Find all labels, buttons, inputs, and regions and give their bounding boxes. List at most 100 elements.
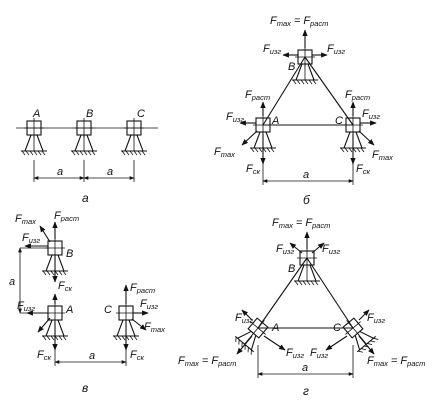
point-label-A: A [271, 115, 279, 127]
support-leg [357, 333, 367, 345]
support-leg [116, 319, 124, 337]
truss-bar [304, 56, 354, 126]
ground-hatch [340, 147, 345, 153]
force-label-Fmax: Fmax [15, 213, 36, 226]
caption-b: б [303, 193, 311, 207]
ground-hatch [121, 335, 126, 341]
ground-hatch [344, 147, 349, 153]
support-leg [354, 335, 361, 351]
node-b-B [292, 47, 318, 85]
support-leg [57, 254, 65, 272]
force-arrow [263, 335, 286, 351]
ground-hatch [247, 347, 249, 353]
ground-hatch [33, 150, 38, 156]
support-leg [307, 63, 315, 81]
support-leg [57, 319, 65, 337]
support-leg [250, 335, 257, 351]
support-base [356, 335, 377, 353]
force-arrow [325, 335, 348, 351]
ground-hatch [258, 147, 263, 153]
ground-hatch [29, 150, 34, 156]
caption-d: г [303, 384, 309, 398]
ground-hatch [46, 335, 51, 341]
ground-hatch [21, 150, 26, 156]
point-label-C: C [137, 108, 145, 120]
ground-hatch [137, 150, 142, 156]
ground-hatch [296, 79, 301, 85]
support-leg [24, 134, 32, 152]
ground-hatch [79, 150, 84, 156]
ground-hatch [254, 147, 259, 153]
point-label-C: C [104, 304, 112, 316]
force-label-Frast: Fраст [130, 282, 155, 295]
force-arrow [39, 225, 51, 243]
force-label-Frast: Fраст [345, 89, 370, 102]
dimension-label: a [89, 350, 95, 362]
force-label-Fizg: Fизг [235, 312, 253, 325]
ground-hatch [125, 150, 130, 156]
support-leg [136, 134, 144, 152]
point-label-B: B [66, 248, 73, 260]
ground-hatch [314, 280, 319, 286]
node-a-C [121, 118, 147, 156]
force-label-Fsk: Fск [246, 163, 260, 176]
ground-hatch [121, 150, 126, 156]
point-label-B: B [86, 108, 93, 120]
point-label-B: B [288, 263, 295, 275]
point-label-C: C [333, 322, 341, 334]
ground-hatch [370, 340, 376, 343]
ground-hatch [87, 150, 92, 156]
ground-hatch [117, 335, 122, 341]
support-leg [309, 264, 317, 282]
support-leg [36, 134, 44, 152]
support-leg [45, 319, 53, 337]
ground-hatch [300, 79, 305, 85]
force-label-Fmax: Fmax [144, 321, 165, 334]
ground-hatch [235, 336, 237, 343]
support-leg [128, 319, 136, 337]
point-label-B: B [288, 61, 295, 73]
dimension-label: a [107, 166, 113, 178]
ground-hatch [50, 335, 55, 341]
node-b-A [250, 115, 276, 153]
point-label-A: A [65, 304, 73, 316]
force-label-Fsk: Fск [356, 163, 370, 176]
dimension-label: a [303, 169, 309, 181]
node-d-A [234, 317, 269, 355]
force-label-Fizg: Fизг [17, 300, 35, 313]
point-label-A: A [32, 108, 40, 120]
support-leg [297, 264, 305, 282]
ground-hatch [361, 348, 367, 351]
ground-hatch [25, 150, 30, 156]
dimension-label: a [9, 276, 15, 288]
ground-hatch [113, 335, 118, 341]
ground-hatch [356, 147, 361, 153]
truss-bar [257, 257, 308, 329]
ground-hatch [241, 342, 243, 348]
force-label-Fizg: Fизг [362, 108, 380, 121]
force-label-Frast: Fраст [245, 89, 270, 102]
ground-hatch [294, 280, 299, 286]
ground-hatch [42, 270, 47, 276]
point-label-C: C [335, 115, 343, 127]
force-label-Fmax-Frast: Fmax=Fраст [272, 217, 330, 230]
ground-hatch [46, 270, 51, 276]
support-leg [359, 330, 374, 339]
support-leg [45, 254, 53, 272]
ground-hatch [133, 335, 138, 341]
ground-hatch [75, 150, 80, 156]
ground-hatch [41, 150, 46, 156]
force-arrow [358, 335, 375, 355]
force-label-Fizg: Fизг [276, 243, 294, 256]
support-leg [244, 333, 254, 345]
force-arrow [131, 318, 147, 331]
force-label-Fizg: Fизг [322, 243, 340, 256]
ground-hatch [310, 280, 315, 286]
ground-hatch [37, 150, 42, 156]
force-label-Fizg: Fизг [22, 232, 40, 245]
force-label-Fizg: Fизг [226, 111, 244, 124]
force-arrow [241, 309, 253, 321]
ground-hatch [270, 147, 275, 153]
force-label-Fmax: Fmax [372, 149, 393, 162]
